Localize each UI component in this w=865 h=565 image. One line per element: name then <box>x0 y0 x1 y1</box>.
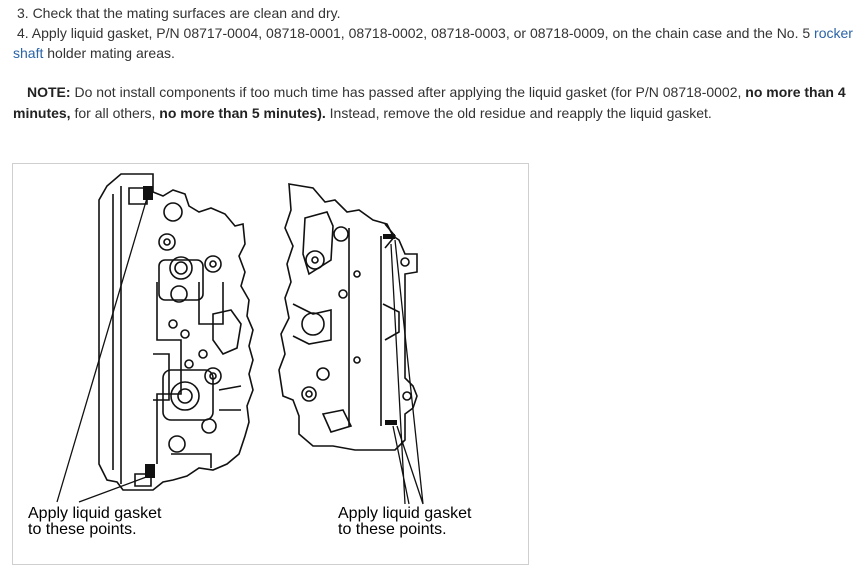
step-4-text-end: holder mating areas. <box>43 45 175 61</box>
caption-left-line2: to these points. <box>28 521 137 538</box>
caption-left-line1: Apply liquid gasket <box>28 505 162 522</box>
step-3-text: 3. Check that the mating surfaces are cl… <box>17 5 341 21</box>
note-line2: minutes, for all others, no more than 5 … <box>13 103 712 124</box>
note-bold-2: no more than 5 minutes). <box>159 105 326 121</box>
note-label: NOTE: <box>27 84 71 100</box>
note-text-3: Instead, remove the old residue and reap… <box>325 105 712 121</box>
note-text-1: Do not install components if too much ti… <box>70 84 746 100</box>
liquid-gasket-diagram: Apply liquid gasket to these points. App… <box>12 163 529 565</box>
note-line1: NOTE: Do not install components if too m… <box>27 82 846 103</box>
gasket-diagram-svg <box>56 173 424 505</box>
step-4-text: 4. Apply liquid gasket, P/N 08717-0004, … <box>17 25 811 41</box>
rocker-shaft-holder-drawing <box>278 183 418 451</box>
step-4-text-line2: shaft holder mating areas. <box>13 43 175 63</box>
right-gasket-points <box>383 234 424 505</box>
step-4-text-line1: 4. Apply liquid gasket, P/N 08717-0004, … <box>17 23 853 43</box>
rocker-shaft-link[interactable]: rocker <box>814 25 853 41</box>
note-bold-1a: no more than 4 <box>745 84 846 100</box>
note-text-2: for all others, <box>70 105 160 121</box>
caption-right-line2: to these points. <box>338 521 447 538</box>
caption-right-line1: Apply liquid gasket <box>338 505 472 522</box>
chain-case-drawing <box>98 173 254 491</box>
note-bold-1b: minutes, <box>13 105 71 121</box>
left-gasket-points <box>56 186 155 503</box>
rocker-shaft-link-cont[interactable]: shaft <box>13 45 44 61</box>
